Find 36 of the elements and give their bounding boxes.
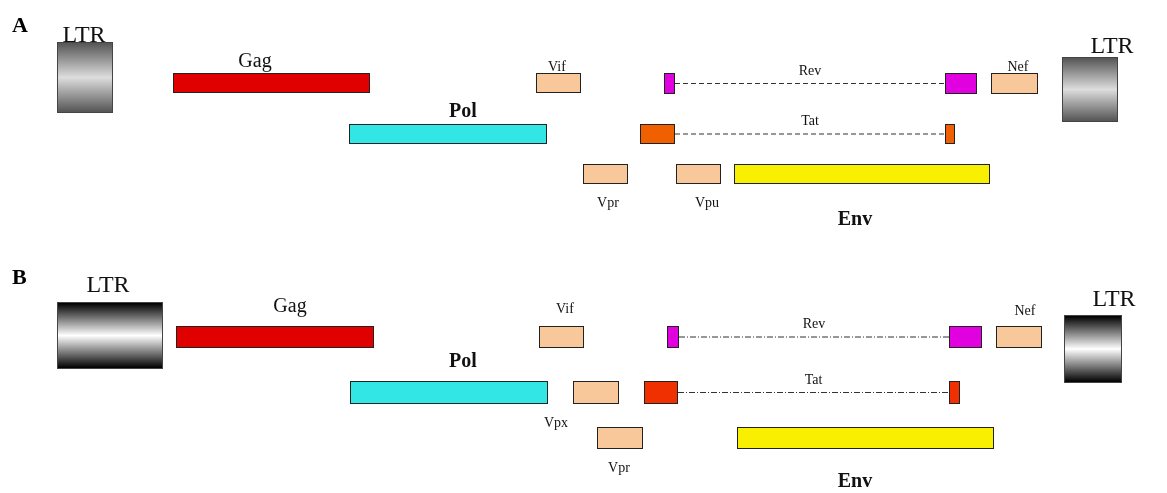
panel-letter: B [12, 266, 27, 288]
intron-line [674, 82, 946, 85]
gene-label: Pol [449, 100, 477, 120]
exon-bar [949, 326, 982, 348]
gene-label: Gag [238, 50, 272, 70]
intron-line [677, 391, 950, 394]
gene-label: Gag [273, 295, 307, 315]
exon-bar [667, 326, 679, 348]
exon-bar [949, 381, 960, 404]
edge-label: Rev [798, 63, 822, 78]
gene-label: Vpx [543, 416, 569, 430]
gene-label: LTR [62, 22, 106, 46]
gene-label: Env [837, 208, 873, 228]
exon-bar [664, 73, 675, 94]
exon-bar [640, 124, 675, 144]
intron-line [678, 336, 950, 338]
gene-label: Nef [1007, 60, 1029, 74]
gene-label: Vif [556, 302, 574, 316]
edge-label: Tat [804, 372, 823, 387]
gene-label: Vpr [608, 461, 630, 475]
exon-bar [945, 124, 955, 144]
gene-label: Pol [449, 350, 477, 370]
gene-label: Nef [1014, 304, 1036, 318]
gene-label: LTR [1092, 286, 1136, 310]
intron-line [674, 133, 946, 135]
edge-label: Tat [801, 114, 819, 128]
gene-label: LTR [86, 272, 130, 296]
gene-label: Vpu [694, 196, 720, 210]
exon-bar [945, 73, 977, 94]
edge-label: Rev [802, 317, 826, 331]
gene-label: Vif [548, 60, 566, 74]
exon-bar [644, 381, 678, 404]
gene-label: Vpr [597, 196, 619, 210]
gene-label: LTR [1090, 33, 1134, 57]
gene-label: Env [837, 470, 873, 490]
panel-letter: A [12, 14, 28, 36]
